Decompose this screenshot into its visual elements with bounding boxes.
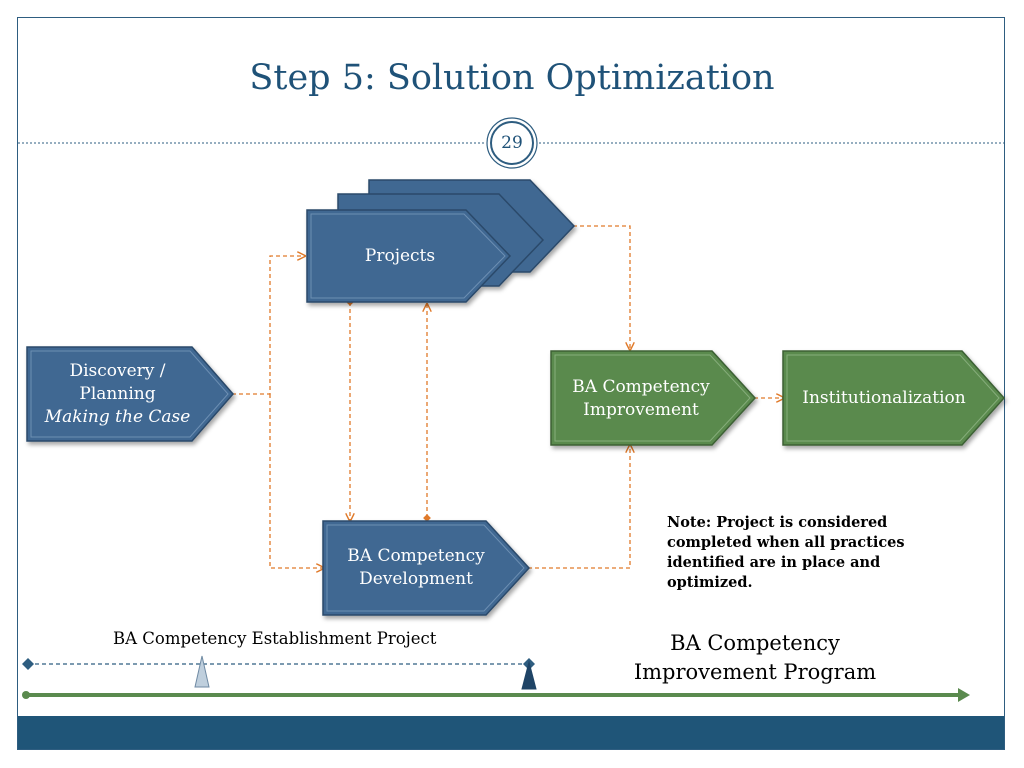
connector-projects-baci: [573, 225, 630, 350]
ba-competency-improvement-shape: [550, 350, 757, 446]
discovery-label-line1: Discovery /: [69, 361, 166, 381]
ba-competency-development-shape: [322, 520, 531, 616]
program-timeline-arrowhead: [958, 688, 970, 702]
projects-shape-highlight: [310, 213, 506, 299]
establishment-start-diamond: [22, 658, 34, 670]
ba-imp-label-line2: Improvement: [583, 400, 699, 420]
milestone-marker-dark: [521, 660, 537, 690]
slide-title: Step 5: Solution Optimization: [249, 58, 775, 98]
program-label-line1: BA Competency: [670, 631, 840, 655]
discovery-shape: [26, 346, 234, 442]
ba-competency-development-label: BA Competency Development: [326, 545, 506, 591]
page-number-badge-inner: [490, 121, 534, 165]
page-number: 29: [501, 133, 523, 153]
connector-discovery-bacd: [269, 394, 324, 568]
ba-dev-label-line1: BA Competency: [347, 546, 485, 566]
program-label-line2: Improvement Program: [633, 660, 877, 684]
discovery-label-line3: Making the Case: [44, 407, 191, 427]
establishment-project-label: BA Competency Establishment Project: [113, 629, 437, 648]
projects-shape-front: [306, 209, 512, 303]
institutionalization-label: Institutionalization: [802, 388, 966, 408]
connector-bacd-baci: [528, 445, 630, 569]
discovery-label-line2: Planning: [79, 384, 156, 404]
institutionalization-shape: [782, 350, 1006, 446]
projects-label: Projects: [364, 246, 436, 266]
ba-imp-label-line1: BA Competency: [572, 377, 710, 397]
program-timeline-start: [22, 691, 30, 699]
connector-discovery-projects: [232, 256, 305, 395]
ba-competency-improvement-label: BA Competency Improvement: [552, 376, 730, 422]
connectors: [232, 225, 784, 569]
discovery-label: Discovery / Planning Making the Case: [30, 360, 205, 429]
note-text: Note: Project is considered completed wh…: [667, 514, 905, 591]
ba-dev-label-line2: Development: [359, 569, 473, 589]
improvement-program-label: BA Competency Improvement Program: [600, 629, 910, 687]
projects-stack: [306, 179, 576, 303]
footer-bar: [18, 716, 1004, 749]
milestone-marker-light: [194, 655, 210, 688]
